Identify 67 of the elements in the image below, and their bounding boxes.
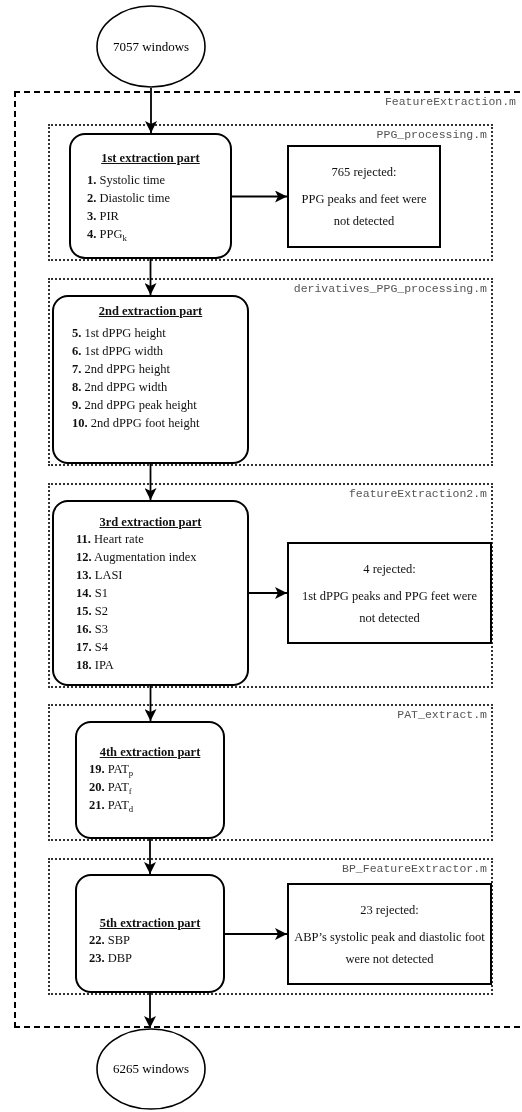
feature-item: 22. SBP <box>89 932 131 949</box>
feature-item: 5. 1st dPPG height <box>72 325 167 342</box>
feature-item: 4. PPG$_{k}$ <box>87 226 128 243</box>
reject-count: 23 rejected: <box>360 901 419 919</box>
reject-reason: 1st dPPG peaks and PPG feet were not detected <box>301 587 478 627</box>
module-frame <box>48 483 493 688</box>
file-name-label: BP_FeatureExtractor.m <box>342 862 487 875</box>
file-name-label: featureExtraction2.m <box>348 487 487 500</box>
reject-count: 4 rejected: <box>363 560 416 578</box>
part-heading: 1st extraction part <box>100 151 201 166</box>
arrow <box>144 258 157 296</box>
file-name-label: PPG_processing.m <box>376 128 487 141</box>
terminal-ellipse <box>96 1028 206 1110</box>
arrow <box>144 992 156 1029</box>
arrow <box>231 190 288 203</box>
file-name-label: derivatives_PPG_processing.m <box>293 282 487 295</box>
script-frame <box>14 91 520 1028</box>
arrow <box>224 928 288 940</box>
arrow <box>248 587 288 599</box>
window-count: 6265 windows <box>112 1061 190 1077</box>
arrow <box>144 685 157 722</box>
reject-count: 765 rejected: <box>331 164 397 181</box>
arrow <box>144 463 157 501</box>
part-heading: 2nd extraction part <box>97 304 204 319</box>
module-frame <box>48 704 493 841</box>
arrow <box>144 838 156 875</box>
feature-item: 13. LASI <box>76 567 124 584</box>
feature-item: 6. 1st dPPG width <box>72 343 164 360</box>
feature-item: 8. 2nd dPPG width <box>72 379 169 396</box>
feature-item: 10. 2nd dPPG foot height <box>72 415 201 432</box>
reject-box <box>287 883 492 985</box>
feature-item: 12. Augmentation index <box>76 549 198 566</box>
process-box <box>75 721 225 839</box>
file-name-label: PAT_extract.m <box>397 708 487 721</box>
module-frame <box>48 858 493 995</box>
feature-item: 17. S4 <box>76 639 109 656</box>
feature-item: 21. PAT$_{d}$ <box>89 797 135 814</box>
part-heading: 3rd extraction part <box>98 515 203 530</box>
feature-item: 1. Systolic time <box>87 172 167 189</box>
process-box <box>75 874 225 993</box>
module-frame <box>48 124 493 261</box>
feature-item: 9. 2nd dPPG peak height <box>72 397 198 414</box>
reject-box <box>287 542 492 644</box>
file-name-label: FeatureExtraction.m <box>384 95 516 108</box>
feature-item: 2. Diastolic time <box>87 190 171 207</box>
arrow <box>145 87 157 134</box>
feature-item: 11. Heart rate <box>76 531 145 548</box>
module-frame <box>48 278 493 466</box>
process-box <box>52 500 249 686</box>
feature-item: 15. S2 <box>76 603 109 620</box>
feature-item: 19. PAT$_{p}$ <box>89 761 135 778</box>
feature-item: 23. DBP <box>89 950 134 967</box>
process-box <box>52 295 249 464</box>
terminal-ellipse <box>96 5 206 88</box>
reject-box <box>287 145 441 248</box>
feature-item: 20. PAT$_{f}$ <box>89 779 133 796</box>
window-count: 7057 windows <box>112 38 190 55</box>
process-box <box>69 133 232 259</box>
part-heading: 5th extraction part <box>98 916 202 931</box>
feature-item: 16. S3 <box>76 621 109 638</box>
feature-item: 18. IPA <box>76 657 115 674</box>
reject-reason: PPG peaks and feet were not detected <box>300 191 428 230</box>
feature-item: 14. S1 <box>76 585 109 602</box>
feature-item: 3. PIR <box>87 208 120 225</box>
reject-reason: ABP’s systolic peak and diastolic foot were not detected <box>293 928 486 968</box>
feature-item: 7. 2nd dPPG height <box>72 361 171 378</box>
part-heading: 4th extraction part <box>98 745 202 760</box>
